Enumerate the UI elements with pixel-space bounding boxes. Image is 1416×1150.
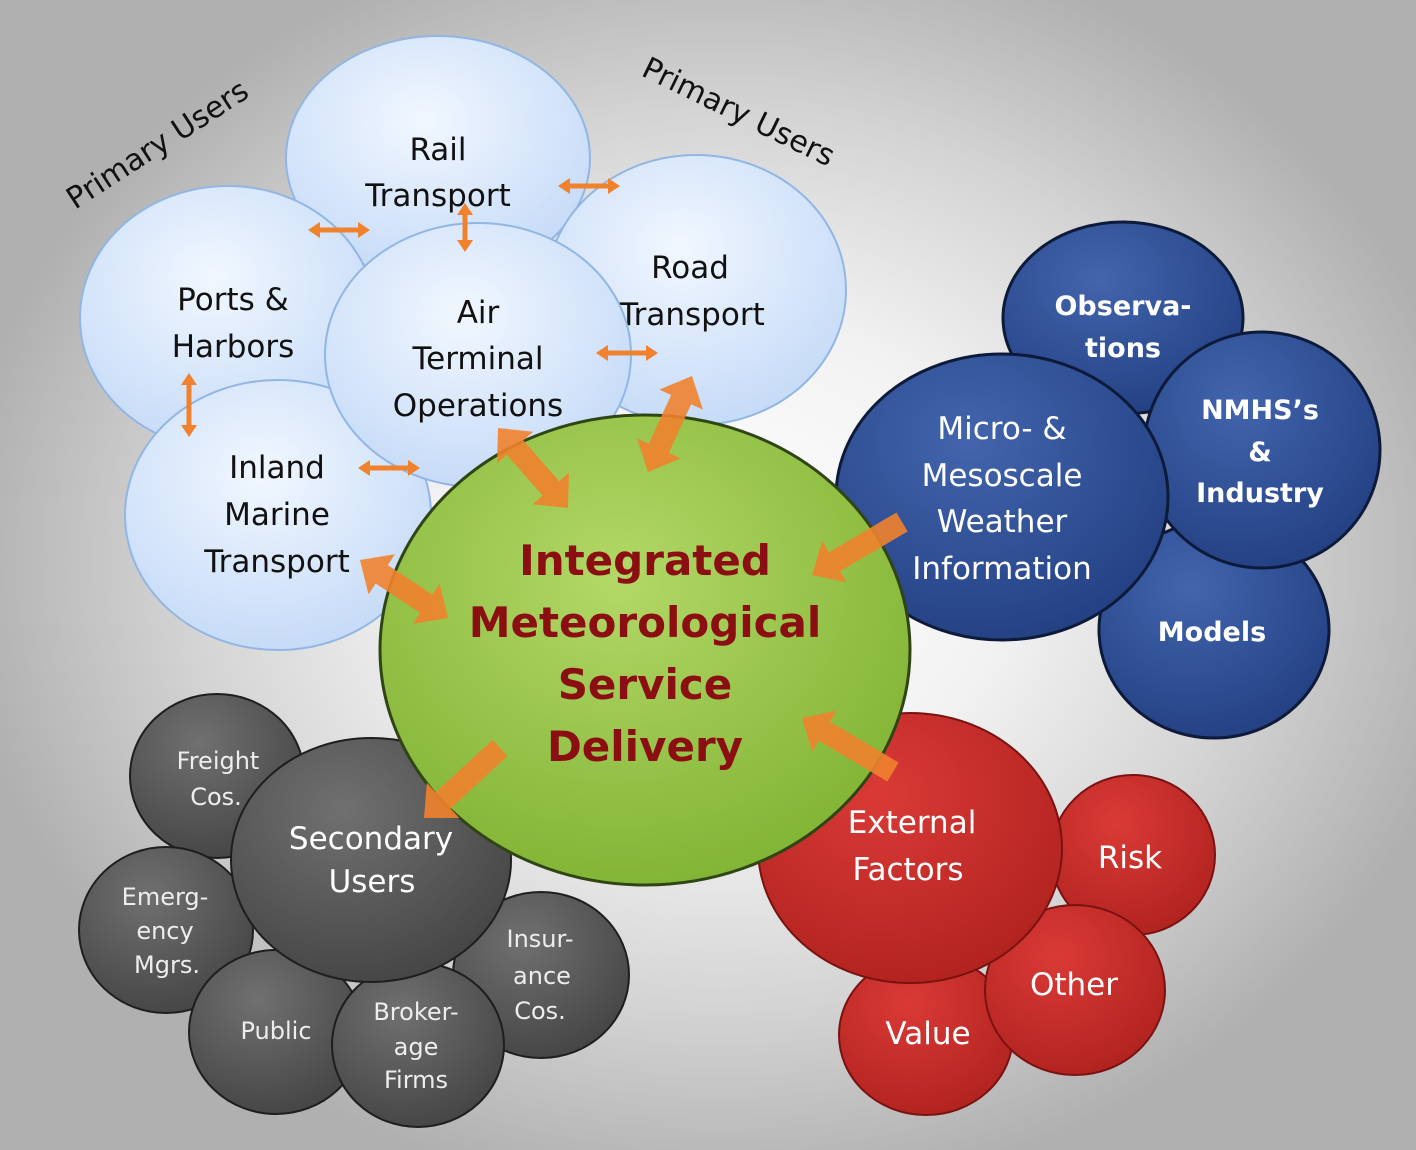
models-label: Models xyxy=(1158,617,1266,648)
center-line-3: Service xyxy=(558,660,733,709)
other-label: Other xyxy=(1030,967,1118,1003)
brokerage-line-1: Broker- xyxy=(373,998,458,1026)
small-arrows xyxy=(181,178,658,476)
road-transport-line-1: Road xyxy=(651,250,729,286)
center-line-1: Integrated xyxy=(519,536,771,585)
external-factor-circles: Risk Value Other External Factors xyxy=(757,712,1216,1116)
micro-line-4: Information xyxy=(912,551,1091,587)
micro-mesoscale-circle: Micro- & Mesoscale Weather Information xyxy=(834,352,1170,642)
center-line-4: Delivery xyxy=(547,722,743,771)
arrow-air-road xyxy=(596,345,658,361)
micro-line-2: Mesoscale xyxy=(922,458,1083,494)
brokerage-line-3: Firms xyxy=(384,1066,448,1094)
freight-line-1: Freight xyxy=(177,747,260,775)
nmhs-line-1: NMHS’s xyxy=(1201,395,1319,426)
emergency-line-2: ency xyxy=(136,917,193,945)
insurance-line-2: ance xyxy=(513,962,571,990)
air-terminal-line-3: Operations xyxy=(393,388,563,424)
insurance-line-3: Cos. xyxy=(514,997,566,1025)
arrow-rail-air xyxy=(457,203,473,252)
arrow-rail-road xyxy=(558,178,620,194)
arrow-road-center xyxy=(637,376,703,472)
inland-marine-line-2: Marine xyxy=(224,497,330,533)
inland-marine-line-3: Transport xyxy=(203,544,349,580)
external-factors-line-1: External xyxy=(848,805,977,841)
arrow-center-to-secondary xyxy=(424,739,508,819)
emergency-line-3: Mgrs. xyxy=(134,951,200,979)
primary-users-label-right: Primary Users xyxy=(636,51,840,174)
brokerage-line-2: age xyxy=(394,1033,439,1061)
secondary-users-line-1: Secondary xyxy=(289,821,453,857)
observations-line-1: Observa- xyxy=(1054,291,1191,322)
rail-transport-line-2: Transport xyxy=(364,178,510,214)
secondary-users-line-2: Users xyxy=(329,864,416,900)
arrow-ports-inland xyxy=(181,373,197,437)
observations-line-2: tions xyxy=(1085,333,1161,364)
micro-line-1: Micro- & xyxy=(937,411,1066,447)
weather-info-circles: Observa- tions Models NMHS’s & Industry … xyxy=(834,220,1382,740)
inland-marine-line-1: Inland xyxy=(229,450,325,486)
big-arrows xyxy=(360,376,908,819)
models-circle: Models xyxy=(1097,520,1331,740)
rail-transport-circle: Rail Transport xyxy=(285,35,591,281)
secondary-user-circles: Freight Cos. Emerg- ency Mgrs. Insur- an… xyxy=(78,693,630,1128)
road-transport-line-2: Transport xyxy=(618,297,764,333)
nmhs-line-3: Industry xyxy=(1196,478,1324,509)
arrow-inland-air xyxy=(358,460,420,476)
nmhs-industry-circle: NMHS’s & Industry xyxy=(1142,330,1382,570)
air-terminal-line-2: Terminal xyxy=(411,341,543,377)
freight-line-2: Cos. xyxy=(190,783,242,811)
emergency-circle: Emerg- ency Mgrs. xyxy=(78,846,254,1014)
arrow-air-center xyxy=(497,428,569,508)
emergency-line-1: Emerg- xyxy=(122,883,209,911)
arrow-ports-rail xyxy=(308,222,370,238)
primary-user-circles: Rail Transport Road Transport Ports & Ha… xyxy=(79,35,847,651)
inland-marine-circle: Inland Marine Transport xyxy=(124,379,432,651)
arrow-external-to-center xyxy=(802,710,899,782)
external-factors-line-2: Factors xyxy=(852,852,963,888)
rail-transport-line-1: Rail xyxy=(409,132,466,168)
arrow-weather-to-center xyxy=(812,512,908,583)
center-line-2: Meteorological xyxy=(469,598,822,647)
center-circle: Integrated Meteorological Service Delive… xyxy=(378,413,912,887)
air-terminal-line-1: Air xyxy=(457,295,500,331)
nmhs-line-2: & xyxy=(1248,437,1272,468)
micro-line-3: Weather xyxy=(937,504,1068,540)
ports-harbors-line-2: Harbors xyxy=(172,329,295,365)
brokerage-circle: Broker- age Firms xyxy=(331,962,505,1128)
insurance-line-1: Insur- xyxy=(507,925,574,953)
other-circle: Other xyxy=(984,904,1166,1076)
public-label: Public xyxy=(240,1017,311,1045)
arrow-inland-center xyxy=(360,554,448,624)
ports-harbors-line-1: Ports & xyxy=(177,282,289,318)
risk-label: Risk xyxy=(1098,840,1162,876)
value-label: Value xyxy=(885,1016,970,1052)
value-circle: Value xyxy=(838,954,1014,1116)
